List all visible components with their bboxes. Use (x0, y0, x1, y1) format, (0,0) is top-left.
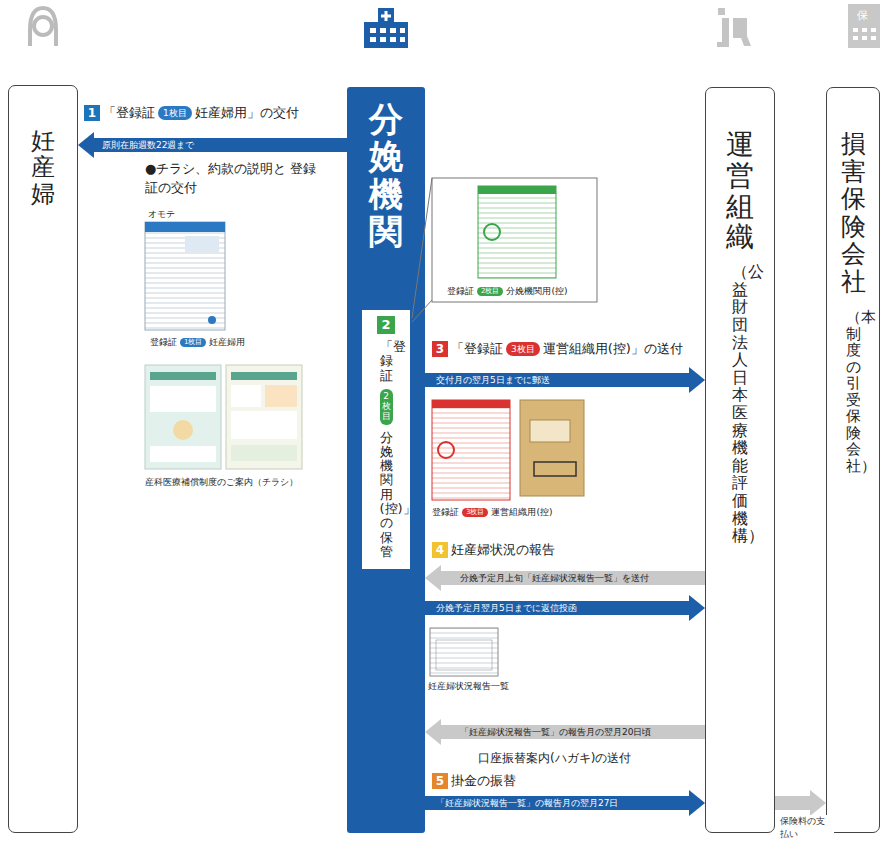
flow-arrow (425, 565, 705, 591)
leader-line (412, 178, 432, 322)
heading-text: 妊産婦状況の報告 (451, 541, 555, 559)
arrow-band (441, 725, 705, 739)
arrow-band (425, 601, 689, 615)
flow-arrow (425, 367, 705, 393)
logo-mark (717, 8, 751, 47)
edge-label: 分娩予定月翌月5日までに返信投函 (434, 602, 579, 614)
node-title: 損害保険会社 (841, 130, 866, 295)
label-group: 3「登録証3枚目運営組織用(控)」の送付 (432, 340, 683, 358)
arrow-band (441, 571, 705, 585)
edge-label: 「妊産婦状況報告一覧」の報告月の翌月20日頃 (458, 726, 653, 738)
label-group: 登録証2枚目分娩機関用(控) (447, 285, 568, 298)
document-thumbnail (145, 222, 225, 330)
edge-label: 保険料の支払い (778, 815, 834, 841)
node-subtitle: （本制度の引受保険会社） (846, 309, 861, 474)
label-group: 5掛金の振替 (432, 772, 516, 790)
label-group: 妊産婦状況報告一覧 (428, 680, 509, 693)
organization-column: 分娩機関 2 「登録証 2枚目分娩機関用(控)」の保管 (347, 87, 425, 833)
node-title: 運営組織 (726, 130, 754, 253)
flow-arrow (775, 790, 826, 816)
label-group: オモテ (148, 208, 175, 221)
flyer-thumbnail (226, 365, 302, 469)
arrow-head (689, 595, 705, 621)
node-text: 「登録証 (380, 340, 393, 383)
label-group: 登録証3枚目運営組織用(控) (432, 506, 553, 519)
caption: 妊産婦用 (209, 336, 245, 349)
caption: オモテ (148, 208, 175, 221)
label-group: 1「登録証1枚目妊産婦用」の交付 (84, 104, 299, 122)
edge-label: 交付月の翌月5日までに郵送 (434, 374, 552, 386)
flow-arrow (425, 595, 705, 621)
label-group: 保 (857, 8, 868, 23)
arrow-head (689, 790, 705, 816)
heading-text: 掛金の振替 (451, 772, 516, 790)
heading-text: 「登録証 (103, 104, 155, 122)
caption: 登録証 (432, 506, 459, 519)
person-icon (30, 8, 56, 46)
building-icon (848, 4, 880, 48)
caption: 産科医療補償制度のご案内（チラシ） (145, 476, 298, 489)
edge-label: 「妊産婦状況報告一覧」の報告月の翌月27日 (434, 797, 620, 809)
note-text: ●チラシ、約款の説明と 登録証の交付 (145, 160, 323, 198)
arrow-band (94, 138, 347, 152)
arrow-band (775, 796, 810, 810)
arrow-head (425, 719, 441, 745)
label-group: ●チラシ、約款の説明と 登録証の交付 (145, 160, 323, 198)
flyer-thumbnail (145, 365, 221, 469)
document-thumbnail (478, 186, 556, 278)
sheet-badge: 2枚目 (477, 287, 503, 296)
step-number: 2 (377, 316, 395, 334)
arrow-head (425, 565, 441, 591)
flow-arrow (425, 790, 705, 816)
edge-label: 原則在胎週数22週まで (100, 139, 196, 151)
caption: 登録証 (447, 285, 474, 298)
sheet-badge: 3枚目 (462, 508, 488, 517)
node-title: 分娩機関 (369, 101, 403, 251)
node-subtitle: （公益財団法人 日本医療機能評価機構） (732, 263, 748, 545)
envelope (520, 400, 584, 496)
label-group: 登録証1枚目妊産婦用 (150, 336, 245, 349)
icon-glyph: 保 (857, 8, 868, 23)
storage-box: 2 「登録証 2枚目分娩機関用(控)」の保管 (362, 310, 410, 569)
sheet-badge: 2枚目 (380, 389, 393, 425)
report-thumbnail (430, 628, 498, 676)
flow-arrow (425, 719, 705, 745)
sheet-badge: 1枚目 (158, 106, 192, 120)
step-number: 4 (432, 542, 448, 558)
note-text: 口座振替案内(ハガキ)の送付 (478, 750, 631, 767)
sheet-badge: 1枚目 (180, 338, 206, 347)
flow-arrow (78, 132, 347, 158)
step-number: 5 (432, 773, 448, 789)
hospital-icon (364, 8, 408, 48)
document-thumbnail (432, 400, 510, 500)
arrow-band (425, 373, 689, 387)
caption: 妊産婦状況報告一覧 (428, 680, 509, 693)
arrow-head (689, 367, 705, 393)
caption: 運営組織用(控) (491, 506, 552, 519)
node-text: 分娩機関用(控)」の保管 (380, 431, 393, 560)
label-group: 4妊産婦状況の報告 (432, 541, 555, 559)
organization-column: 損害保険会社 （本制度の引受保険会社） (826, 87, 880, 833)
callout-frame (432, 178, 597, 302)
step-number: 3 (432, 341, 448, 357)
caption: 登録証 (150, 336, 177, 349)
edge-label: 分娩予定月上旬「妊産婦状況報告一覧」を送付 (458, 572, 651, 584)
organization-column: 運営組織 （公益財団法人 日本医療機能評価機構） (705, 87, 775, 833)
sheet-badge: 3枚目 (506, 342, 540, 356)
caption: 分娩機関用(控) (506, 285, 567, 298)
step-number: 1 (84, 105, 100, 121)
actor-column: 妊産婦 (8, 85, 78, 833)
heading-text: 「登録証 (451, 340, 503, 358)
arrow-head (810, 790, 826, 816)
label-group: 産科医療補償制度のご案内（チラシ） (145, 476, 298, 489)
label-group: 口座振替案内(ハガキ)の送付 (478, 750, 631, 767)
heading-text: 運営組織用(控)」の送付 (543, 340, 683, 358)
arrow-head (78, 132, 94, 158)
node-title: 妊産婦 (31, 128, 55, 207)
arrow-band (425, 796, 689, 810)
heading-text: 妊産婦用」の交付 (195, 104, 299, 122)
